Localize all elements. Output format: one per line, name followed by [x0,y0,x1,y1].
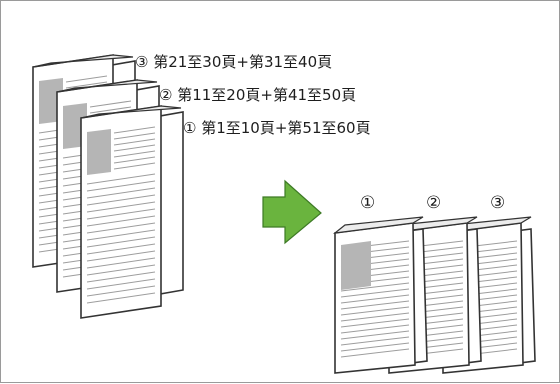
set-2-label: ② 第11至20頁+第41至50頁 [159,86,357,104]
right-arrow-icon [262,179,322,245]
set-3-label: ③ 第21至30頁+第31至40頁 [135,53,333,71]
output-marker-3: ③ [490,193,506,213]
set-1-label: ① 第1至10頁+第51至60頁 [183,119,371,137]
output-marker-2: ② [426,193,442,213]
input-sheet-set-1 [80,105,184,319]
output-booklet-1 [334,216,428,374]
output-marker-1: ① [360,193,376,213]
